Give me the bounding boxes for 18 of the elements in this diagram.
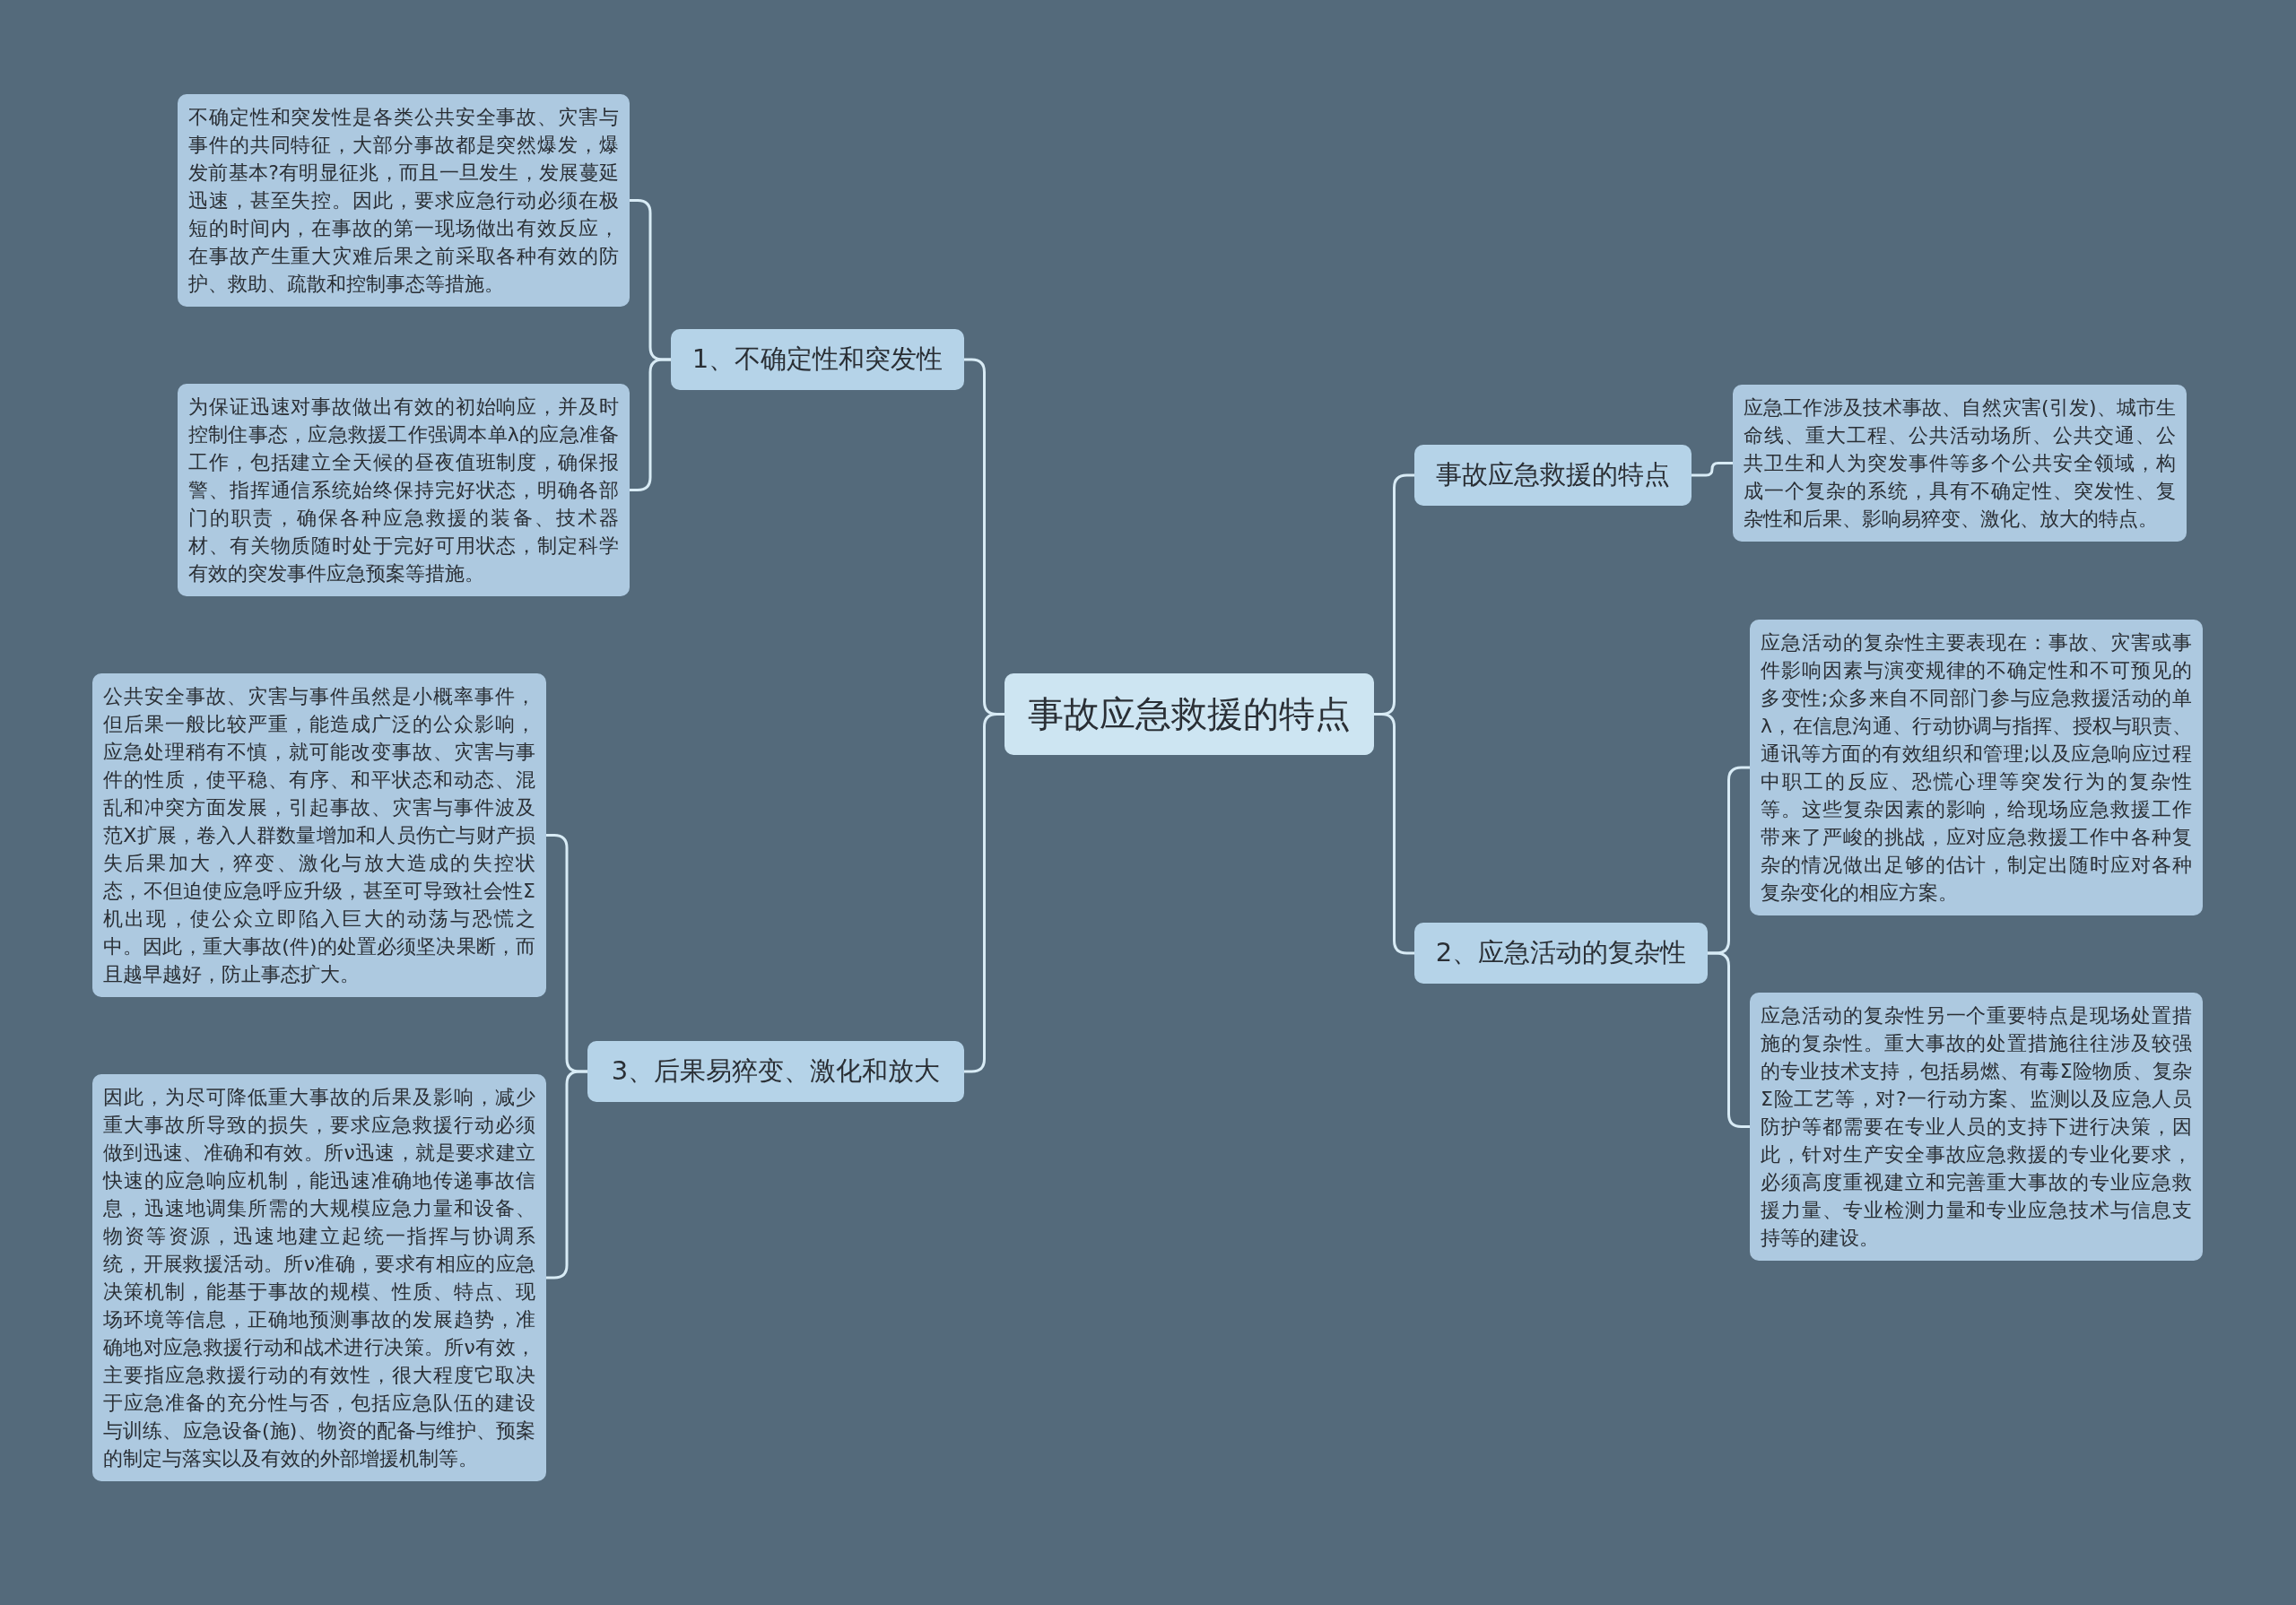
text-card: 不确定性和突发性是各类公共安全事故、灾害与事件的共同特征，大部分事故都是突然爆发，爆发前基本?有明显征兆，而且一旦发生，发展蔓延迅速，甚至失控。因此，要求应急行动必须在极短的时间内，在事故的第一现场做出有效反应，在事故产生重大灾难后果之前采取各种有效的防护、救助、疏散和控制事态等措施。 <box>178 94 630 307</box>
text-card: 应急活动的复杂性主要表现在：事故、灾害或事件影响因素与演变规律的不确定性和不可预见的多变性;众多来自不同部门参与应急救援活动的单λ，在信息沟通、行动协调与指挥、授权与职责、通讯等方面的有效组织和管理;以及应急响应过程中职工的反应、恐慌心理等突发行为的复杂性等。这些复杂因素的影响，给现场应急救援工作带来了严峻的挑战，应对应急救援工作中各种复杂的情况做出足够的估计，制定出随时应对各种复杂变化的相应方案。 <box>1750 620 2203 915</box>
connector-line <box>1692 462 1733 477</box>
text-card: 为保证迅速对事故做出有效的初始响应，并及时控制住事态，应急救援工作强调本单λ的应急准备工作，包括建立全天候的昼夜值班制度，确保报警、指挥通信系统始终保持完好状态，明确各部门的职责，确保各种应急救援的装备、技术器材、有关物质随时处于完好可用状态，制定科学有效的突发事件应急预案等措施。 <box>178 384 630 596</box>
topic-box: 1、不确定性和突发性 <box>671 329 964 390</box>
connector-line <box>1374 713 1414 955</box>
text-card: 公共安全事故、灾害与事件虽然是小概率事件，但后果一般比较严重，能造成广泛的公众影响，应急处理稍有不慎，就可能改变事故、灾害与事件的性质，使平稳、有序、和平状态和动态、混乱和冲突方面发展，引起事故、灾害与事件波及范X扩展，卷入人群数量增加和人员伤亡与财产损失后果加大，猝变、激化与放大造成的失控状态，不但迫使应急呼应升级，甚至可导致社会性Σ机出现，使公众立即陷入巨大的动荡与恐慌之中。因此，重大事故(件)的处置必须坚决果断，而且越早越好，防止事态扩大。 <box>92 673 546 997</box>
text-card: 应急工作涉及技术事故、自然灾害(引发)、城市生命线、重大工程、公共活动场所、公共交通、公共卫生和人为突发事件等多个公共安全领域，构成一个复杂的系统，具有不确定性、突发性、复杂性和后果、影响易猝变、激化、放大的特点。 <box>1733 385 2187 542</box>
text-card: 因此，为尽可降低重大事故的后果及影响，减少重大事故所导致的损失，要求应急救援行动必须做到迅速、准确和有效。所ν迅速，就是要求建立快速的应急响应机制，能迅速准确地传递事故信息，迅速地调集所需的大规模应急力量和设备、物资等资源，迅速地建立起统一指挥与协调系统，开展救援活动。所ν准确，要求有相应的应急决策机制，能基于事故的规模、性质、特点、现场环境等信息，正确地预测事故的发展趋势，准确地对应急救援行动和战术进行决策。所ν有效，主要指应急救援行动的有效性，很大程度它取决于应急准备的充分性与否，包括应急队伍的建设与训练、应急设备(施)、物资的配备与维护、预案的制定与落实以及有效的外部增援机制等。 <box>92 1074 546 1481</box>
topic-box: 事故应急救援的特点 <box>1414 445 1692 506</box>
connector-line <box>1708 951 1750 1128</box>
topic-box: 2、应急活动的复杂性 <box>1414 923 1708 984</box>
connector-line <box>630 358 671 491</box>
text-card: 应急活动的复杂性另一个重要特点是现场处置措施的复杂性。重大事故的处置措施往往涉及较强的专业技术支持，包括易燃、有毒Σ险物质、复杂Σ险工艺等，对?一行动方案、监测以及应急人员防护等都需要在专业人员的支持下进行决策，因此，针对生产安全事故应急救援的专业化要求，必须高度重视建立和完善重大事故的专业应急救援力量、专业检测力量和专业应急技术与信息支持等的建设。 <box>1750 993 2203 1261</box>
connector-line <box>546 1070 587 1280</box>
connector-line <box>964 713 1004 1073</box>
central-topic-box: 事故应急救援的特点 <box>1004 673 1374 755</box>
topic-box: 3、后果易猝变、激化和放大 <box>587 1041 964 1102</box>
